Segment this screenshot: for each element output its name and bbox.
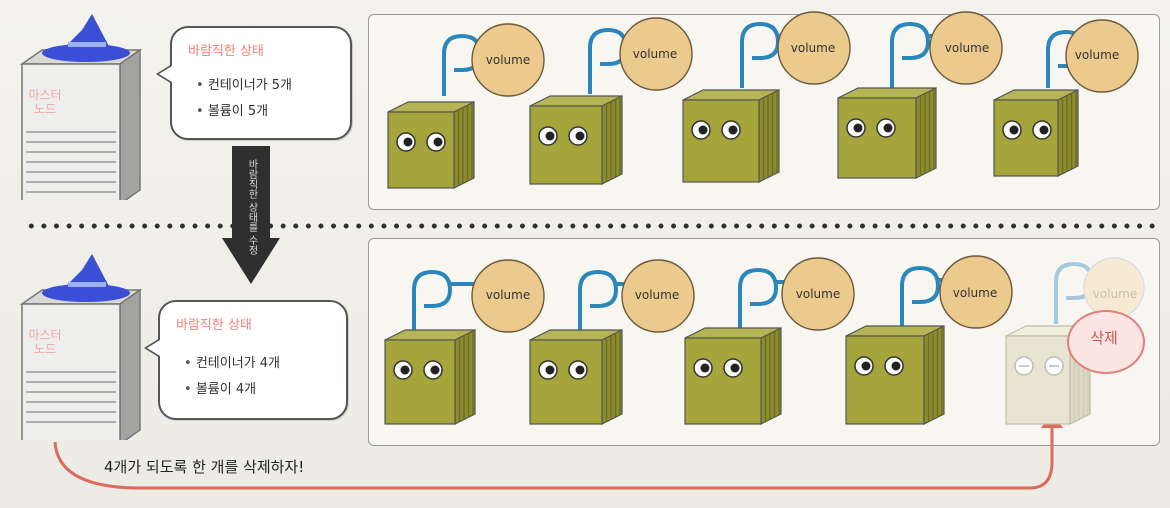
- container-top-5: [993, 89, 1079, 177]
- volume-circle: [1065, 19, 1139, 93]
- container-top-2: [529, 95, 623, 185]
- server-label-bottom: 마스터 노드: [28, 328, 62, 356]
- volume-label-faded: volume: [1092, 287, 1138, 301]
- pipe-icon: [738, 267, 779, 334]
- volume-label: volume: [790, 41, 836, 55]
- pipe-icon: [412, 269, 453, 336]
- dotted-divider: [25, 222, 1160, 230]
- container-top-1: [387, 101, 475, 189]
- container-top-4: [837, 87, 937, 179]
- container-bottom-2: [529, 329, 623, 425]
- container-bottom-5: [1005, 325, 1091, 425]
- down-arrow-icon: [222, 146, 280, 284]
- server-label-top: 마스터 노드: [28, 88, 62, 116]
- master-node-server-top: [19, 14, 143, 200]
- container-bottom-1: [384, 329, 476, 425]
- volume-circle: [929, 11, 1003, 85]
- desired-item-containers: 컨테이너가 5개: [196, 74, 292, 93]
- desired-item-volumes: 볼륨이 4개: [184, 378, 256, 397]
- desired-state-title: 바람직한 상태: [188, 44, 264, 59]
- desired-state-bubble-top: 바람직한 상태 컨테이너가 5개 볼륨이 5개: [156, 26, 352, 140]
- desired-item-volumes: 볼륨이 5개: [196, 100, 268, 119]
- volume-circle: [781, 257, 855, 331]
- arrow-caption: 바람직한 상태를 수정: [246, 158, 257, 256]
- volume-label: volume: [944, 41, 990, 55]
- master-node-server-bottom: [19, 254, 143, 440]
- pipe-icon: [890, 21, 931, 88]
- desired-state-bubble-bottom: 바람직한 상태 컨테이너가 4개 볼륨이 4개: [144, 300, 348, 420]
- volume-label: volume: [485, 53, 531, 67]
- container-bottom-3: [684, 327, 782, 425]
- volume-label: volume: [952, 286, 998, 300]
- container-bottom-4: [845, 325, 945, 425]
- pipe-icon: [740, 21, 781, 88]
- desired-state-title: 바람직한 상태: [176, 318, 252, 333]
- delete-label: 삭제: [1090, 329, 1118, 347]
- volume-label: volume: [1074, 48, 1120, 62]
- wizard-hat-icon: [42, 254, 130, 302]
- volume-label: volume: [632, 47, 678, 61]
- volume-circle: [621, 259, 695, 333]
- delete-speech-bubble: [1067, 310, 1145, 374]
- volume-circle: [939, 255, 1013, 329]
- caption: 4개가 되도록 한 개를 삭제하자!: [104, 458, 305, 476]
- volume-circle: [777, 11, 851, 85]
- container-top-3: [682, 89, 780, 183]
- volume-circle: [471, 259, 545, 333]
- pipe-icon: [900, 265, 941, 332]
- wizard-hat-icon: [42, 14, 130, 62]
- volume-label: volume: [795, 287, 841, 301]
- volume-circle: [619, 17, 693, 91]
- pipe-icon: [578, 269, 619, 336]
- volume-label: volume: [634, 288, 680, 302]
- desired-item-containers: 컨테이너가 4개: [184, 352, 280, 371]
- volume-circle: [471, 23, 545, 97]
- pipe-icon: [588, 27, 629, 94]
- volume-label: volume: [485, 288, 531, 302]
